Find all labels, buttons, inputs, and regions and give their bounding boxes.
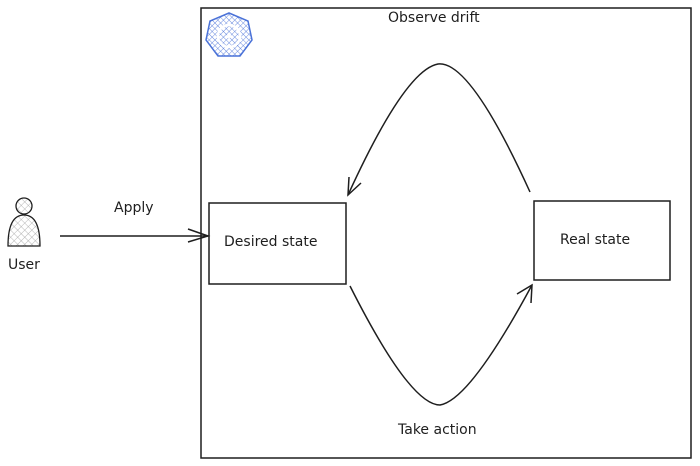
real-state-label: Real state	[560, 232, 631, 248]
apply-label: Apply	[114, 200, 154, 216]
take-action-arrow	[349, 283, 533, 406]
real-state-box	[533, 200, 671, 281]
desired-state-box	[208, 202, 347, 285]
user-icon	[7, 197, 41, 247]
desired-state-label: Desired state	[224, 234, 318, 250]
observe-drift-label: Observe drift	[388, 10, 480, 26]
kubernetes-logo-icon	[205, 12, 253, 57]
observe-drift-arrow	[347, 63, 531, 197]
user-label: User	[8, 257, 40, 273]
take-action-label: Take action	[398, 422, 477, 438]
apply-arrow	[60, 228, 211, 243]
